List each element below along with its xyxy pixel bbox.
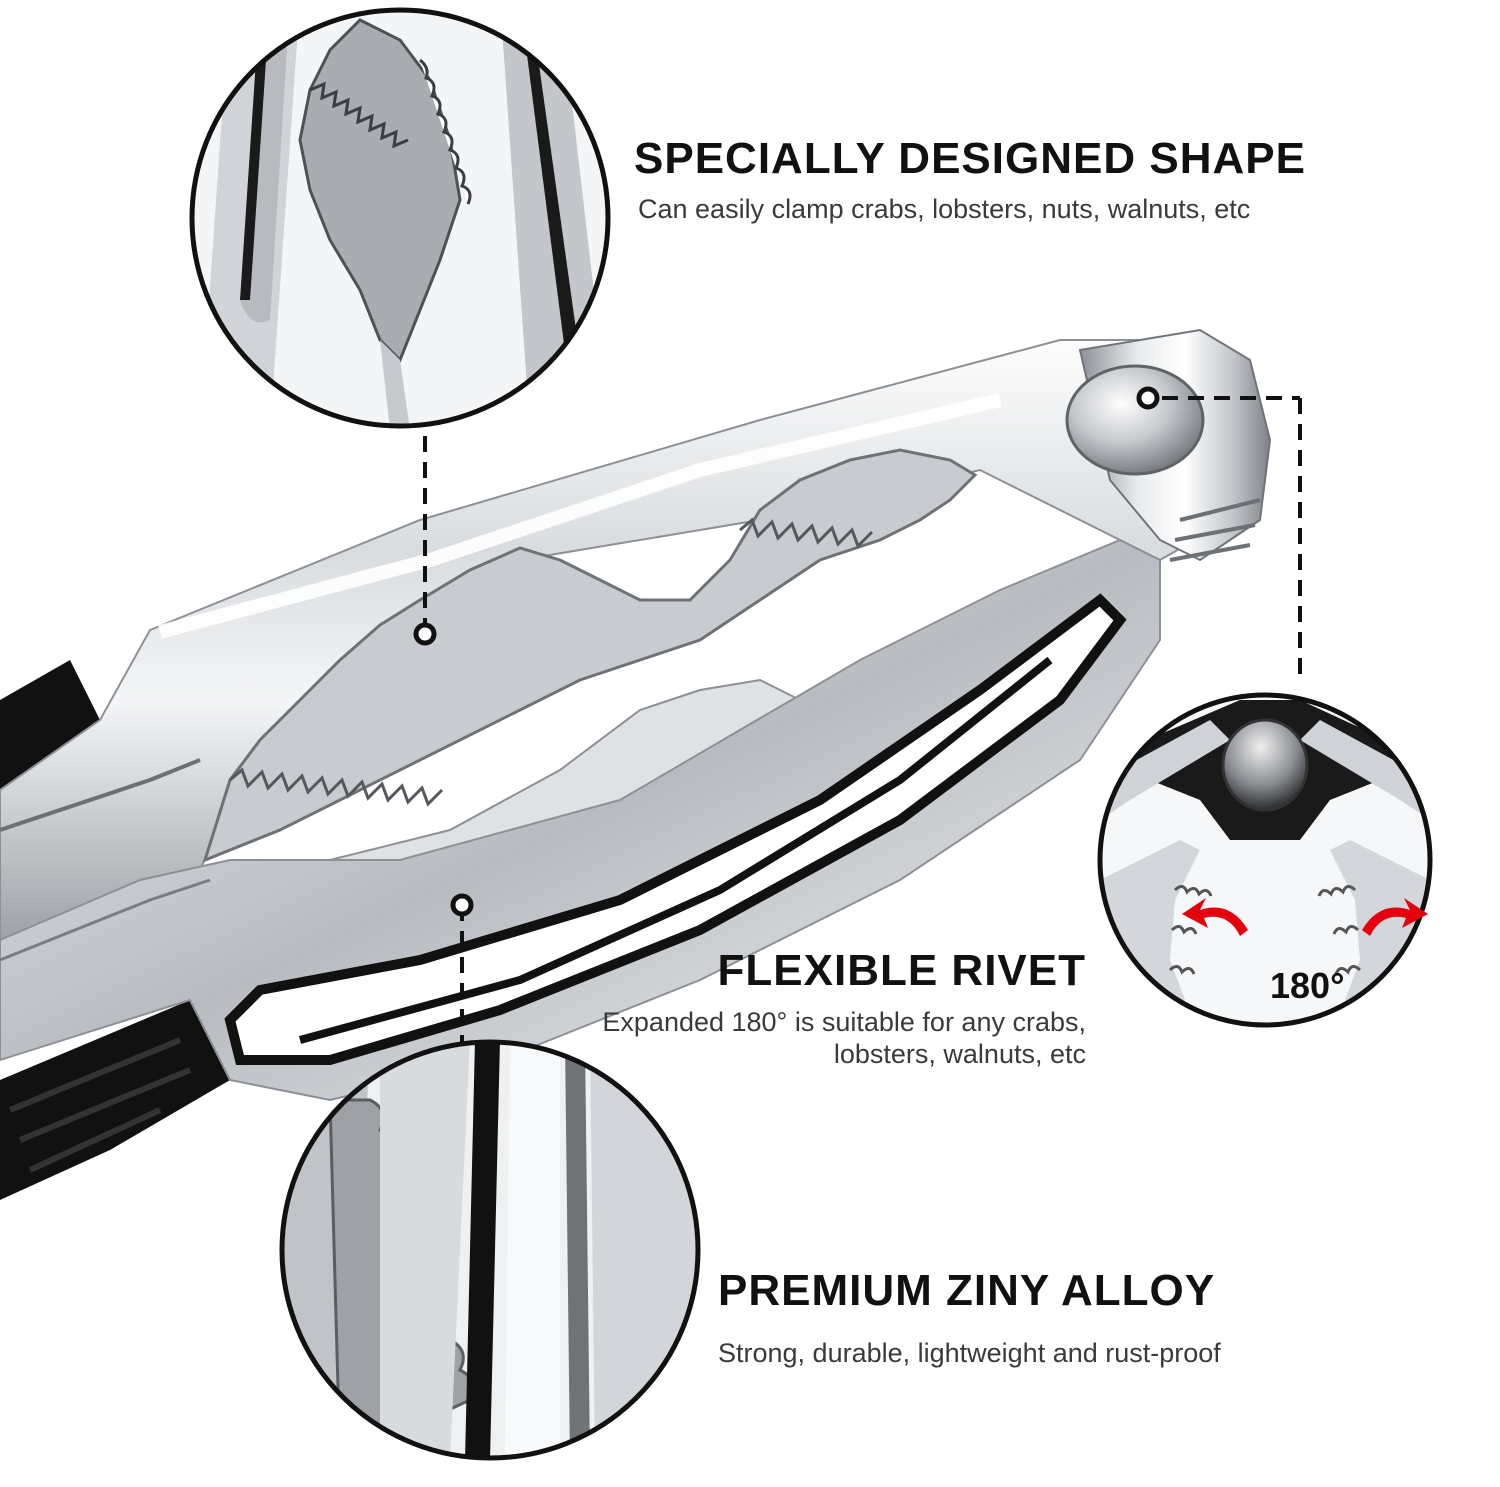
main-nutcracker: [0, 328, 1272, 1200]
feature-desc-rivet-line-1: Expanded 180° is suitable for any crabs,: [602, 1007, 1086, 1037]
left-rotate-arrow-icon: [1182, 898, 1248, 936]
feature-title-shape: SPECIALLY DESIGNED SHAPE: [634, 134, 1306, 183]
callout-dots: [413, 386, 1160, 917]
upper-handle-grip: [0, 660, 100, 790]
upper-jaw-teeth: [202, 448, 978, 863]
rivet-callout-dot: [1136, 386, 1160, 410]
right-rotate-arrow-icon: [1362, 898, 1428, 936]
rivet-head: [1065, 364, 1205, 476]
rivet-detail-circle: 180°: [1097, 692, 1433, 1028]
angle-label: 180°: [1270, 965, 1344, 1006]
lower-arm: [0, 538, 1161, 1102]
rotation-arrows: [1182, 898, 1428, 936]
jaw-detail-circle: [189, 7, 611, 429]
feature-desc-shape: Can easily clamp crabs, lobsters, nuts, …: [638, 194, 1251, 224]
feature-desc-rivet-line-2: lobsters, walnuts, etc: [833, 1039, 1086, 1069]
alloy-detail-circle: [279, 1039, 701, 1461]
feature-title-rivet: FLEXIBLE RIVET: [717, 946, 1086, 995]
lower-arm-inner-groove: [224, 593, 1127, 1065]
alloy-callout-dot: [450, 893, 474, 917]
feature-title-alloy: PREMIUM ZINY ALLOY: [718, 1266, 1216, 1315]
feature-desc-alloy: Strong, durable, lightweight and rust-pr…: [718, 1338, 1221, 1368]
jaw-callout-dot: [413, 622, 437, 646]
feature-desc-rivet: Expanded 180° is suitable for any crabs,…: [602, 1006, 1086, 1070]
